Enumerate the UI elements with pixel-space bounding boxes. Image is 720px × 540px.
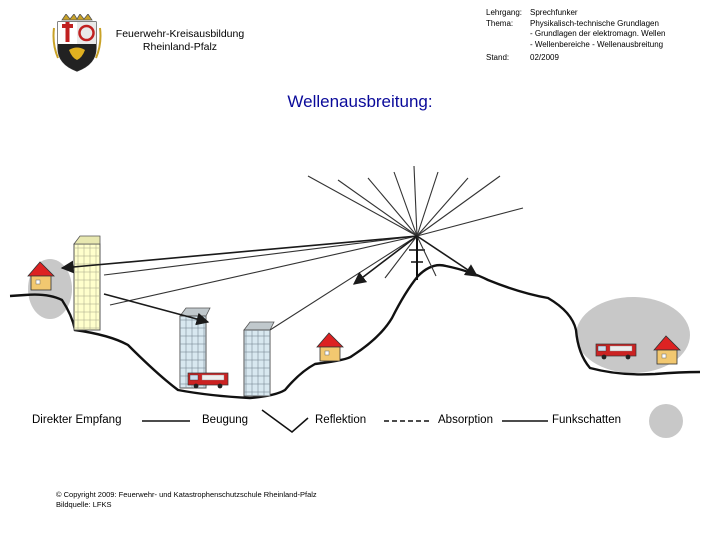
topic-line-1: Physikalisch-technische Grundlagen	[530, 18, 659, 28]
image-source: Bildquelle: LFKS	[56, 500, 112, 509]
legend-reflection-line	[261, 409, 309, 433]
org-line-2: Rheinland-Pfalz	[142, 41, 218, 53]
terrain-line	[9, 263, 701, 400]
tall-building	[73, 235, 101, 331]
legend-diffraction: Beugung	[202, 414, 249, 426]
copyright-text: © Copyright 2009: Feuerwehr- und Katastr…	[56, 490, 317, 499]
slide-title: Wellenausbreitung:	[287, 92, 433, 111]
fire-truck-icon	[595, 343, 637, 360]
organization-name: Feuerwehr-Kreisausbildung Rheinland-Pfal…	[110, 28, 250, 54]
legend-reflection: Reflektion	[315, 414, 367, 426]
wave-arrows	[60, 235, 479, 326]
house-icon	[653, 335, 681, 365]
wave-lines	[103, 165, 524, 331]
fire-truck-icon	[187, 372, 229, 389]
legend-direct-reception: Direkter Empfang	[32, 414, 122, 426]
house-icon	[27, 261, 55, 291]
topic-label: Thema:	[486, 18, 514, 28]
date-label: Stand:	[486, 53, 510, 62]
topic-line-2: - Grundlagen der elektromagn. Wellen	[530, 29, 666, 38]
footer: © Copyright 2009: Feuerwehr- und Katastr…	[56, 490, 317, 510]
topic-line-3: - Wellenbereiche - Wellenausbreitung	[530, 39, 664, 49]
course-info: Lehrgang: Sprechfunker Thema: Physikalis…	[486, 8, 712, 64]
office-building-right	[243, 321, 275, 397]
org-line-1: Feuerwehr-Kreisausbildung	[115, 28, 245, 40]
legend-shadow-circle	[649, 404, 683, 438]
legend-absorption: Absorption	[438, 414, 493, 426]
course-value: Sprechfunker	[530, 8, 578, 17]
date-value: 02/2009	[530, 53, 559, 62]
course-label: Lehrgang:	[486, 8, 523, 17]
coat-of-arms-icon	[52, 14, 102, 72]
house-icon	[316, 332, 344, 362]
topic-value: Physikalisch-technische Grundlagen - Gru…	[530, 19, 712, 51]
legend-radio-shadow: Funkschatten	[552, 414, 622, 426]
antenna-icon	[409, 236, 425, 280]
